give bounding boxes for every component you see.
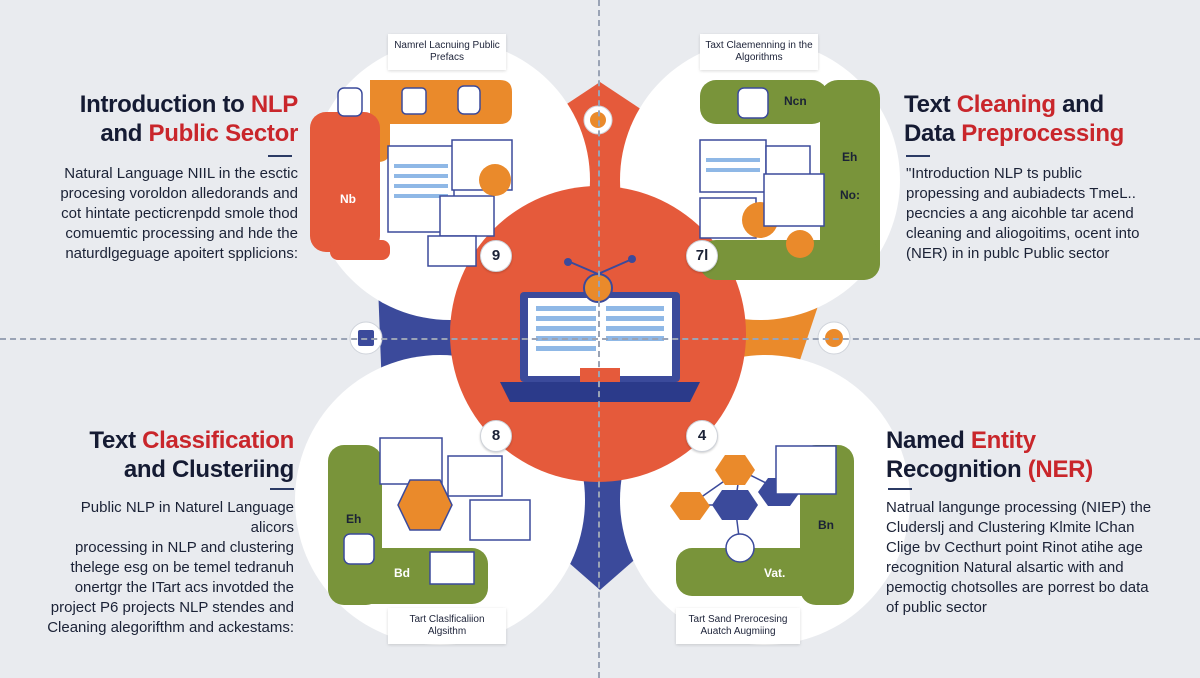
step-number-9: 9 bbox=[480, 240, 512, 272]
pill-label-bottom-left-1: Eh bbox=[346, 512, 362, 526]
rule-bottom-right bbox=[888, 488, 912, 490]
horizontal-divider bbox=[0, 338, 1200, 340]
documents-bottom-left bbox=[343, 437, 531, 585]
pill-label-top-right-3: No: bbox=[840, 188, 860, 202]
rule-bottom-left bbox=[270, 488, 294, 490]
heading-text-classification: Text Classification and Clusteriing bbox=[89, 427, 294, 483]
pill-label-top-right-1: Ncn bbox=[784, 94, 807, 108]
body-text-classification: Public NLP in Naturel Language alicors p… bbox=[47, 499, 294, 636]
pill-label-top-right-2: Eh bbox=[842, 150, 858, 164]
vertical-divider bbox=[598, 0, 600, 678]
card-label-top-left: Namrel Lacnuing Public Prefacs bbox=[388, 34, 506, 70]
card-label-bottom-right: Tart Sand Prerocesing Auatch Augmiing bbox=[676, 608, 800, 644]
heading-intro-nlp: Introduction to NLP and Public Sector bbox=[79, 91, 299, 147]
step-number-8: 8 bbox=[480, 420, 512, 452]
heading-ner: Named Entity Recognition (NER) bbox=[886, 427, 1093, 483]
pill-label-bottom-left-2: Bd bbox=[394, 566, 410, 580]
documents-top-right bbox=[699, 87, 825, 258]
pill-label-top-left: Nb bbox=[340, 192, 356, 206]
pill-label-bottom-right-2: Vat. bbox=[764, 566, 786, 580]
rule-top-right bbox=[906, 155, 930, 157]
rule-top-left bbox=[268, 155, 292, 157]
card-label-bottom-left: Tart Claslficaliion Algsithm bbox=[388, 608, 506, 644]
laptop-illustration bbox=[500, 255, 700, 402]
body-text-cleaning: "Introduction NLP ts public propessing a… bbox=[906, 165, 1140, 262]
body-intro-nlp: Natural Language NIIL in the esctic proc… bbox=[60, 165, 298, 262]
step-number-4: 4 bbox=[686, 420, 718, 452]
heading-text-cleaning: Text Cleaning and Data Preprocessing bbox=[904, 91, 1125, 147]
body-ner: Natrual langunge processing (NIEP) the C… bbox=[886, 499, 1152, 616]
network-bottom-right bbox=[670, 445, 837, 563]
step-number-7: 7l bbox=[686, 240, 718, 272]
pill-label-bottom-right-1: Bn bbox=[818, 518, 834, 532]
card-label-top-right: Taxt Claemenning in the Algorithms bbox=[700, 34, 818, 70]
documents-top-left bbox=[337, 85, 513, 267]
